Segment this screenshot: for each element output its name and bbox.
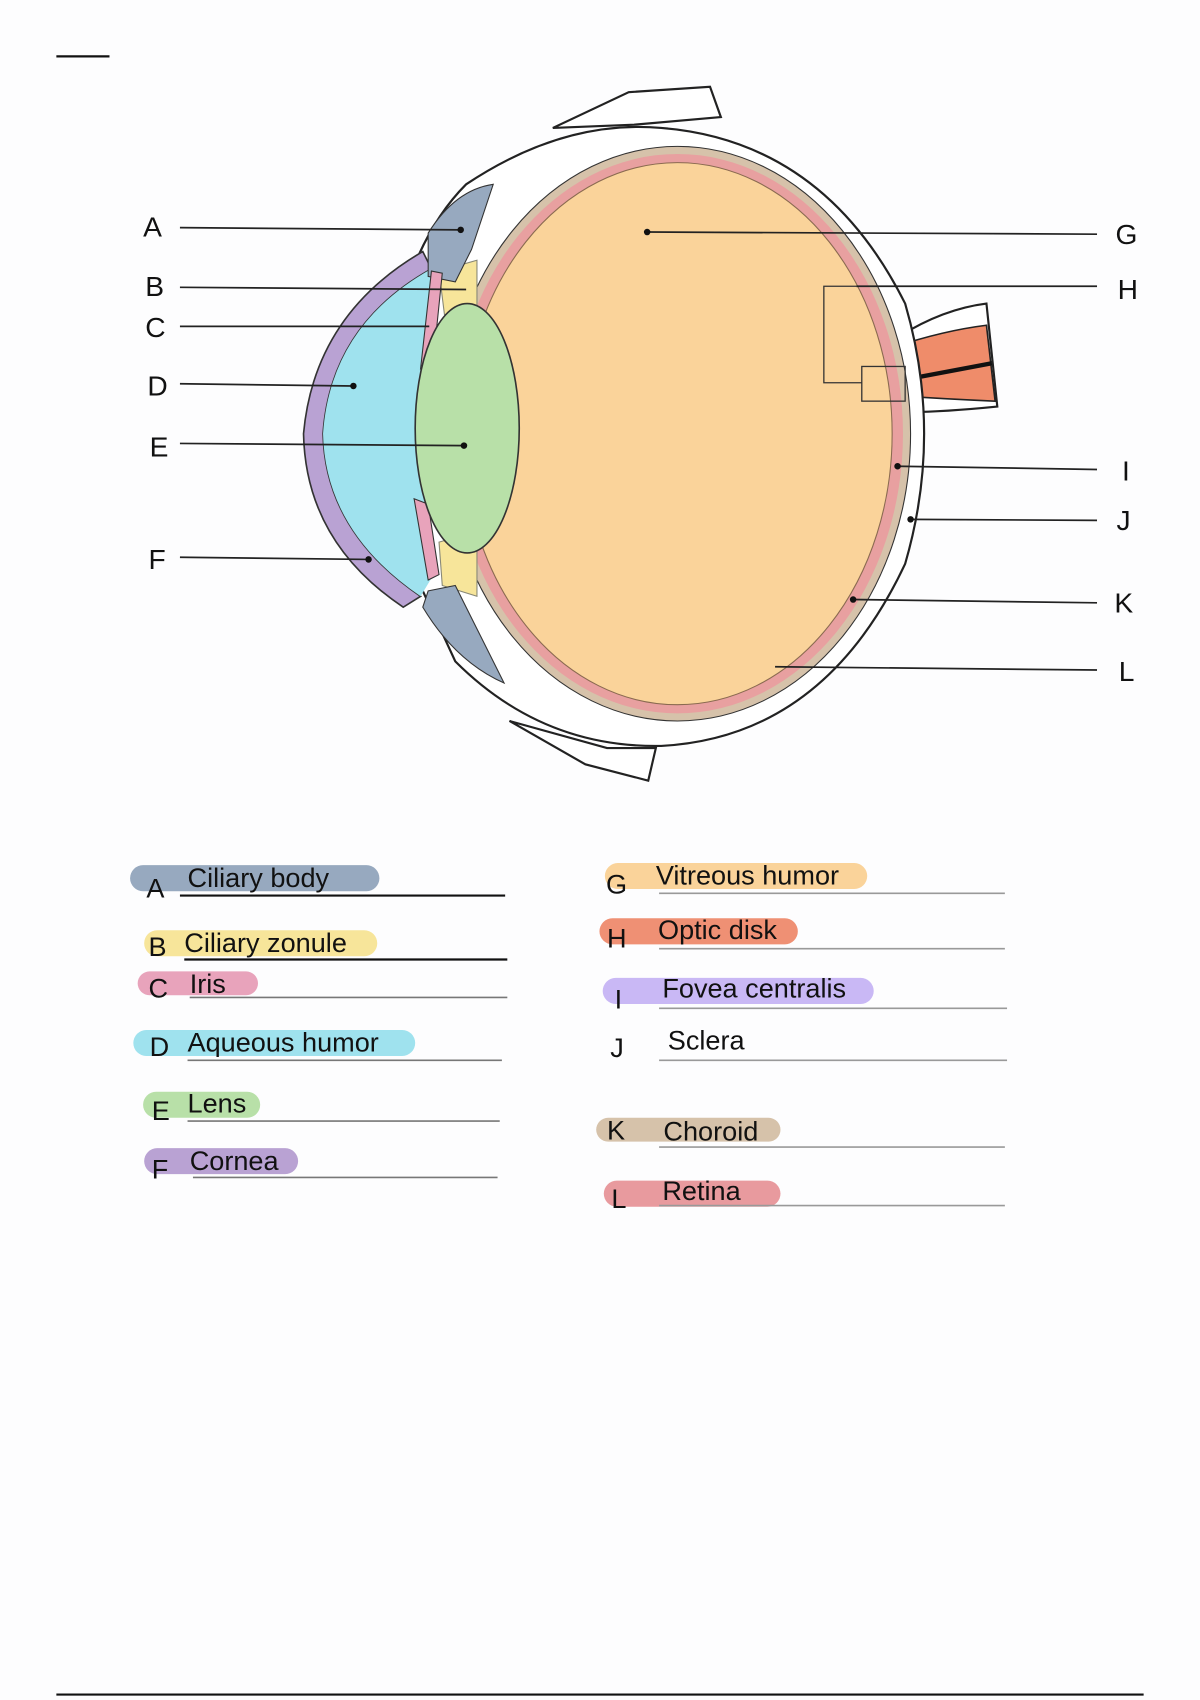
legend-letter: C xyxy=(149,972,169,1003)
highlight-lens xyxy=(143,1091,261,1118)
legend-item-d: D Aqueous humor xyxy=(133,1027,502,1062)
legend-name: Aqueous humor xyxy=(188,1027,379,1058)
legend-letter: D xyxy=(150,1031,170,1062)
legend-letter: A xyxy=(146,873,165,904)
leader-lines xyxy=(179,226,1098,671)
eye-diagram xyxy=(302,85,999,782)
label-f: F xyxy=(149,543,166,575)
vitreous-humor xyxy=(462,162,893,706)
legend: A Ciliary body B Ciliary zonule C Iris D… xyxy=(130,860,1008,1214)
label-c: C xyxy=(145,311,165,343)
legend-name: Retina xyxy=(662,1175,741,1206)
label-k: K xyxy=(1114,587,1133,619)
highlight-fovea-centralis xyxy=(602,977,874,1004)
label-e: E xyxy=(150,430,169,462)
legend-item-h: H Optic disk xyxy=(599,914,1005,954)
iris-lower xyxy=(413,497,440,581)
highlight-retina xyxy=(603,1180,781,1207)
highlight-vitreous-humor xyxy=(604,863,868,890)
legend-name: Iris xyxy=(190,968,226,999)
legend-item-g: G Vitreous humor xyxy=(604,860,1005,899)
legend-item-e: E Lens xyxy=(143,1087,500,1126)
highlight-aqueous-humor xyxy=(133,1029,416,1056)
legend-letter: E xyxy=(152,1095,170,1126)
highlight-choroid xyxy=(596,1117,781,1142)
legend-item-k: K Choroid xyxy=(596,1114,1005,1148)
optic-disk-bracket xyxy=(823,285,862,384)
legend-item-a: A Ciliary body xyxy=(130,862,506,904)
leader-dots xyxy=(350,226,914,603)
legend-item-l: L Retina xyxy=(603,1175,1005,1214)
legend-name: Sclera xyxy=(668,1024,746,1055)
highlight-ciliary-zonule xyxy=(144,930,378,957)
highlight-cornea xyxy=(144,1148,299,1175)
legend-letter: J xyxy=(610,1032,624,1063)
legend-letter: I xyxy=(615,983,623,1014)
legend-letter: F xyxy=(152,1154,169,1185)
label-j: J xyxy=(1117,504,1131,536)
label-b: B xyxy=(145,270,164,302)
legend-name: Lens xyxy=(188,1087,247,1118)
legend-name: Cornea xyxy=(190,1145,280,1176)
legend-item-c: C Iris xyxy=(137,968,508,1003)
upper-eye-muscle xyxy=(552,85,723,130)
highlight-ciliary-body xyxy=(130,865,380,892)
label-g: G xyxy=(1115,218,1137,250)
legend-letter: B xyxy=(149,931,167,962)
legend-letter: G xyxy=(606,868,627,899)
legend-letter: H xyxy=(607,923,627,954)
legend-item-i: I Fovea centralis xyxy=(602,972,1008,1014)
highlight-iris xyxy=(137,971,258,996)
lower-eye-muscle xyxy=(508,719,658,782)
legend-name: Optic disk xyxy=(658,914,777,945)
legend-name: Choroid xyxy=(663,1116,758,1147)
optic-disk-box xyxy=(861,365,906,402)
label-h: H xyxy=(1118,273,1138,305)
highlight-optic-disk xyxy=(599,918,798,945)
legend-name: Ciliary zonule xyxy=(184,927,347,958)
label-i: I xyxy=(1122,454,1130,486)
legend-letter: L xyxy=(611,1183,626,1214)
label-l: L xyxy=(1119,655,1135,687)
label-d: D xyxy=(147,370,167,402)
legend-letter: K xyxy=(607,1114,625,1145)
legend-item-j: J Sclera xyxy=(610,1024,1008,1063)
legend-item-f: F Cornea xyxy=(144,1145,498,1185)
legend-name: Fovea centralis xyxy=(662,972,846,1003)
legend-name: Vitreous humor xyxy=(656,860,839,891)
diagram-letters: A B C D E F G H I J K L xyxy=(143,210,1138,687)
lens xyxy=(414,302,521,554)
legend-name: Ciliary body xyxy=(188,862,330,893)
label-a: A xyxy=(143,210,162,242)
legend-item-b: B Ciliary zonule xyxy=(144,927,508,962)
aqueous-humor xyxy=(323,268,434,597)
ciliary-body-lower xyxy=(422,584,506,685)
